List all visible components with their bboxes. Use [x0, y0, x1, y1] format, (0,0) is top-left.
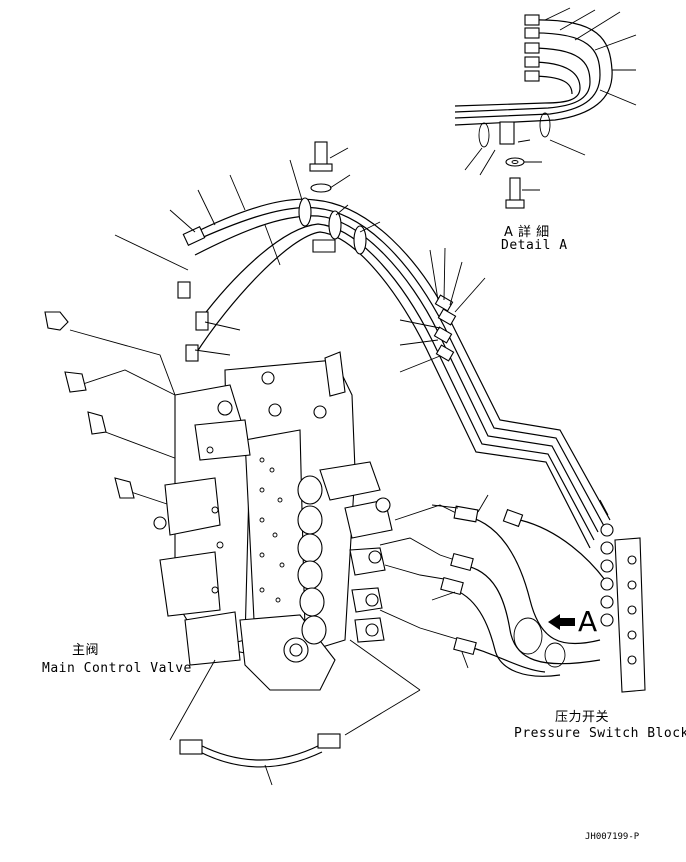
- pressure-switch-label-cn: 压力开关: [555, 710, 610, 725]
- pressure-switch-block: [599, 499, 646, 693]
- left-fittings: [44, 174, 281, 499]
- detail-a-hose-bundle: [454, 7, 637, 209]
- view-marker: A: [578, 605, 598, 638]
- right-mid-fittings: [399, 247, 486, 373]
- main-valve-label-en: Main Control Valve: [42, 661, 192, 676]
- detail-label-en: Detail A: [501, 238, 568, 253]
- drawing-code: JH007199-P: [585, 832, 640, 842]
- switch-hoses: [431, 494, 606, 677]
- view-a-arrow: [548, 614, 575, 630]
- main-control-valve: [153, 351, 393, 691]
- valve-to-switch-lines: [379, 504, 461, 641]
- main-valve-label-cn: 主阀: [72, 643, 100, 658]
- clamp-assembly: [289, 141, 381, 255]
- pressure-switch-label-en: Pressure Switch Block: [514, 726, 686, 741]
- detail-label-cn: A 詳 細: [504, 225, 550, 240]
- bottom-hose: [169, 639, 421, 786]
- valve-port-holes: [206, 446, 285, 603]
